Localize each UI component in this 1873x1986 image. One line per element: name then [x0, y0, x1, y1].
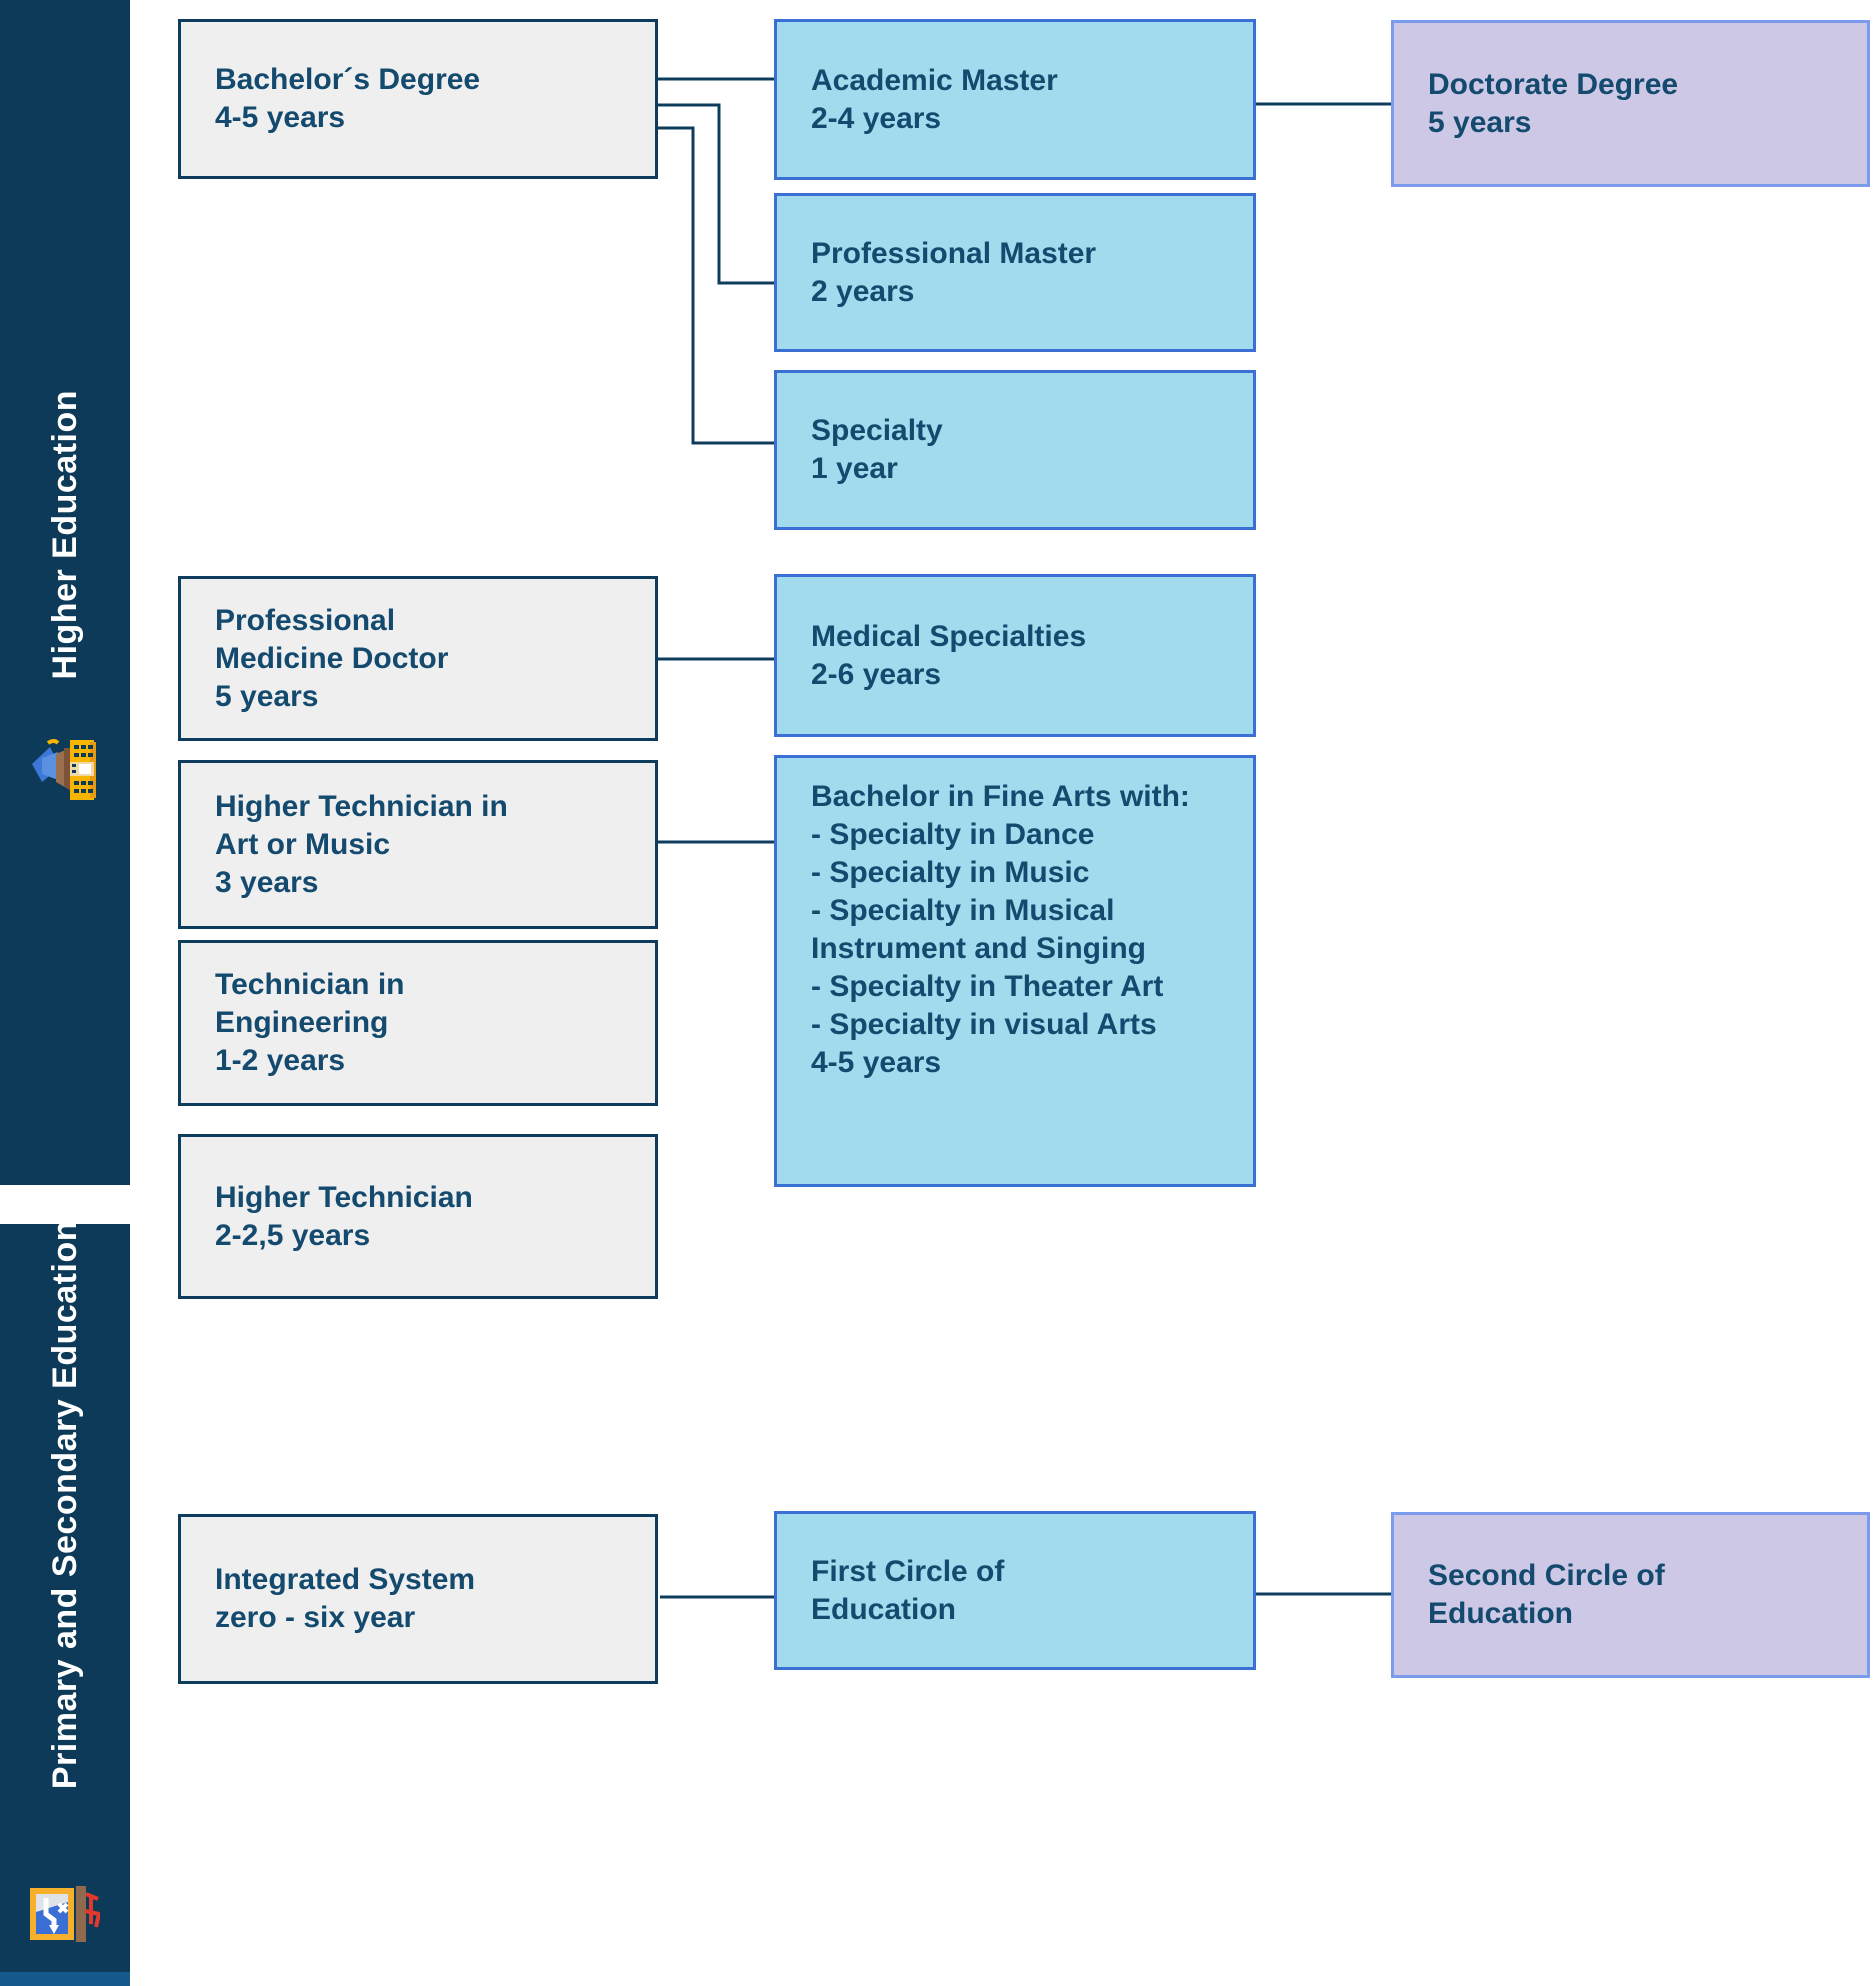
box-professional-medicine-doctor: Professional Medicine Doctor 5 years — [178, 576, 658, 741]
box-professional-medicine-doctor-label: Professional Medicine Doctor 5 years — [215, 603, 449, 713]
box-specialty-label: Specialty 1 year — [811, 414, 943, 485]
box-higher-technician-art-music-label: Higher Technician in Art or Music 3 year… — [215, 789, 508, 899]
box-doctorate-degree-label: Doctorate Degree 5 years — [1428, 67, 1679, 139]
box-integrated-system: Integrated System zero - six year — [178, 1514, 658, 1684]
sidebar-section-primary-secondary: Primary and Secondary Education — [0, 1220, 130, 1986]
sidebar-label-higher-education: Higher Education — [45, 389, 84, 680]
box-academic-master-label: Academic Master 2-4 years — [811, 63, 1058, 135]
box-bachelors-degree-label: Bachelor´s Degree 4-5 years — [215, 63, 481, 134]
connector-line — [658, 103, 774, 285]
box-doctorate-degree: Doctorate Degree 5 years — [1391, 20, 1870, 187]
box-medical-specialties: Medical Specialties 2-6 years — [774, 574, 1256, 737]
box-higher-technician: Higher Technician 2-2,5 years — [178, 1134, 658, 1299]
box-second-circle-education-label: Second Circle of Education — [1428, 1559, 1665, 1630]
box-technician-engineering: Technician in Engineering 1-2 years — [178, 940, 658, 1106]
sidebar-section-higher-education: Higher Education — [0, 0, 130, 1185]
box-bachelor-fine-arts-label: Bachelor in Fine Arts with: - Specialty … — [811, 780, 1190, 1079]
box-higher-technician-label: Higher Technician 2-2,5 years — [215, 1180, 473, 1252]
box-bachelor-fine-arts: Bachelor in Fine Arts with: - Specialty … — [774, 755, 1256, 1187]
box-bachelors-degree: Bachelor´s Degree 4-5 years — [178, 19, 658, 179]
box-higher-technician-art-music: Higher Technician in Art or Music 3 year… — [178, 760, 658, 929]
box-integrated-system-label: Integrated System zero - six year — [215, 1563, 476, 1634]
box-first-circle-education: First Circle of Education — [774, 1511, 1256, 1670]
school-building-icon — [32, 739, 96, 800]
sidebar-bottom-strip — [0, 1972, 130, 1986]
box-professional-master: Professional Master 2 years — [774, 193, 1256, 352]
school-exit-board-icon — [30, 1886, 100, 1942]
box-specialty: Specialty 1 year — [774, 370, 1256, 530]
box-academic-master: Academic Master 2-4 years — [774, 19, 1256, 180]
box-professional-master-label: Professional Master 2 years — [811, 236, 1097, 308]
box-first-circle-education-label: First Circle of Education — [811, 1554, 1005, 1626]
box-technician-engineering-label: Technician in Engineering 1-2 years — [215, 968, 405, 1077]
sidebar-label-primary-secondary: Primary and Secondary Education — [45, 1220, 84, 1790]
connector-line — [658, 126, 774, 445]
box-second-circle-education: Second Circle of Education — [1391, 1512, 1870, 1678]
box-medical-specialties-label: Medical Specialties 2-6 years — [811, 619, 1087, 691]
